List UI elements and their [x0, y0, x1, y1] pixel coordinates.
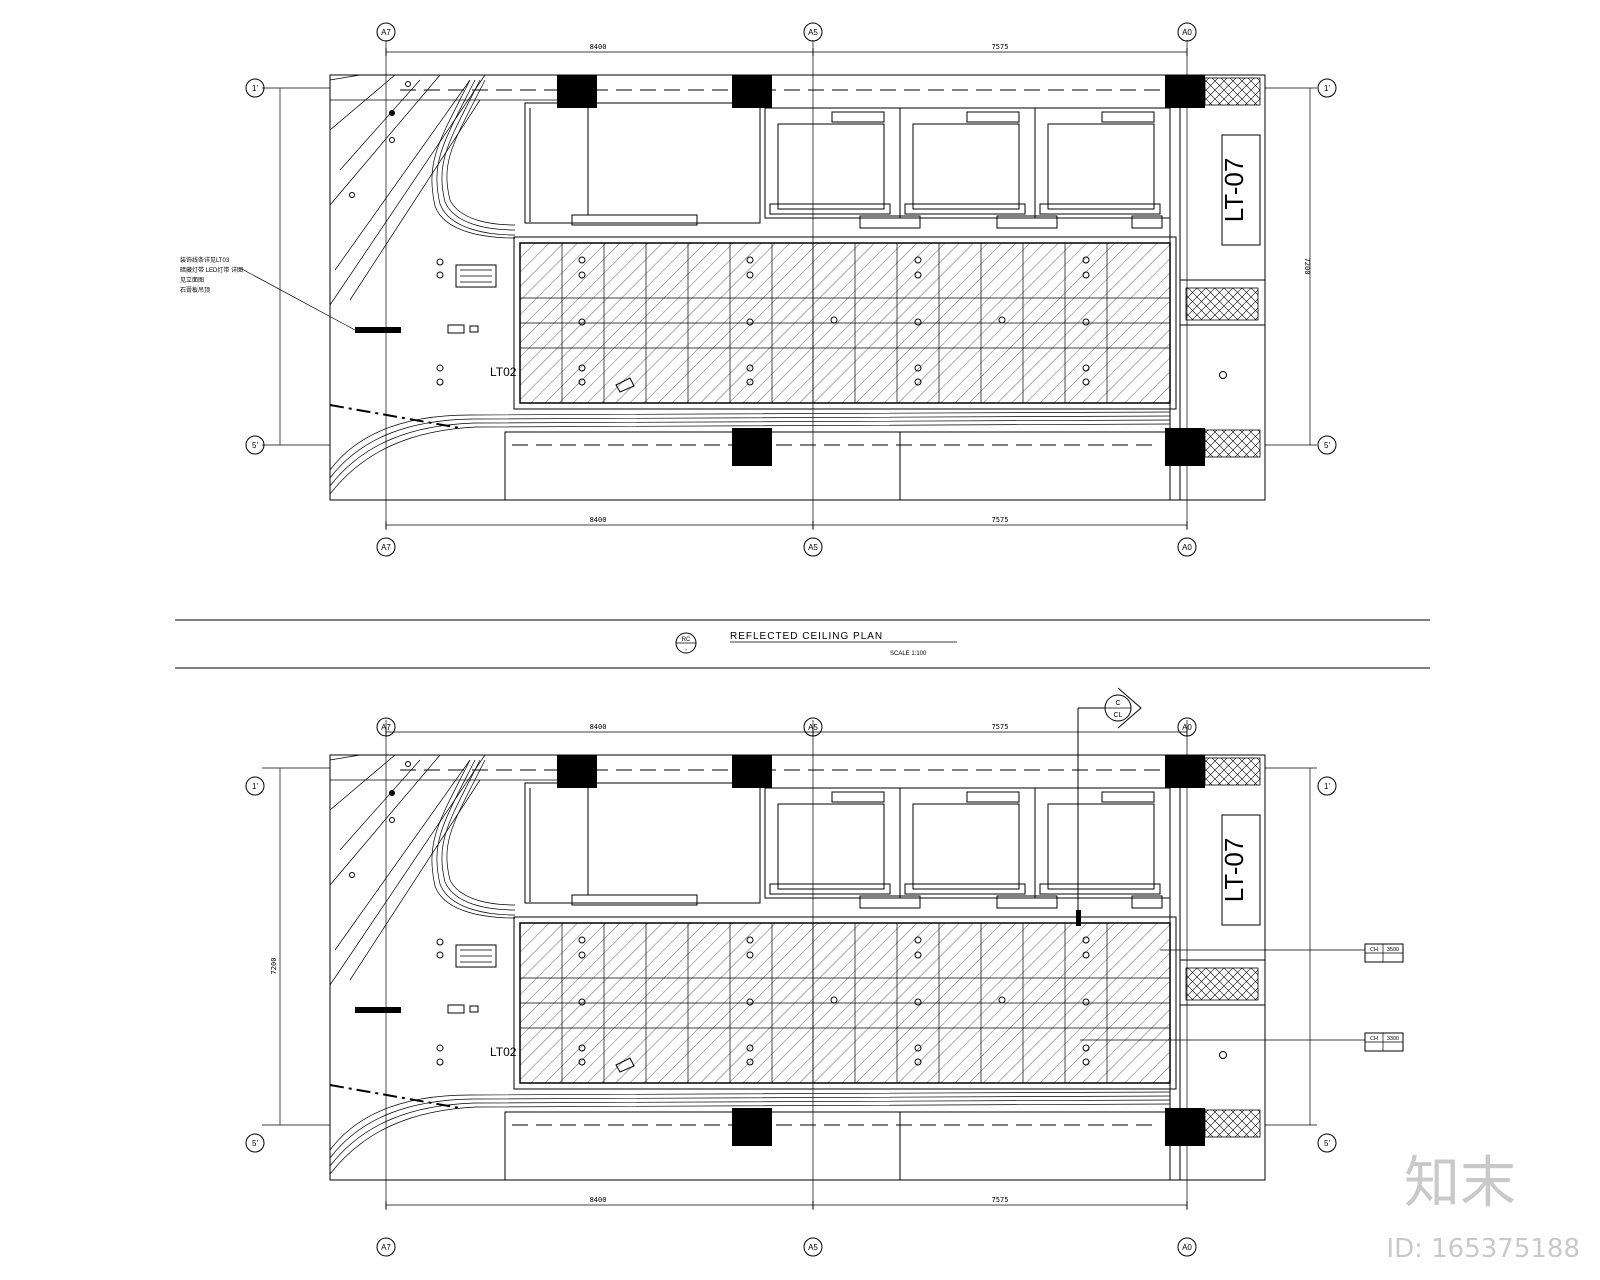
grid-label: 1': [252, 782, 258, 791]
svg-text:见立面图: 见立面图: [180, 276, 204, 284]
grid-label: A7: [381, 28, 391, 37]
watermark: 知末 ID: 165375188: [1386, 1151, 1580, 1264]
grid-label: 5': [1324, 441, 1330, 450]
svg-text:装饰线条详见LT03: 装饰线条详见LT03: [180, 256, 230, 264]
grid-label: 1': [1324, 84, 1330, 93]
grid-label: A5: [808, 723, 818, 732]
dimension-right-top: 7575: [992, 43, 1009, 51]
grid-label: 1': [252, 84, 258, 93]
svg-text:CH: CH: [1370, 947, 1378, 953]
dimension-height: 7200: [1303, 258, 1311, 275]
svg-text:3300: 3300: [1387, 1036, 1399, 1042]
ceiling-height-tags: CH 3500 CH 3300: [1080, 943, 1404, 1052]
lt07-label: LT-07: [1219, 158, 1249, 223]
drawing-scale: SCALE 1:100: [890, 651, 927, 657]
grid-label: 5': [252, 441, 258, 450]
grid-label: A0: [1182, 1243, 1192, 1252]
svg-text:石膏板吊顶: 石膏板吊顶: [180, 286, 210, 294]
svg-text:CH: CH: [1370, 1036, 1378, 1042]
title-symbol-top: RC: [682, 637, 691, 643]
dimension-right-bottom: 7575: [992, 516, 1009, 524]
dimension-right-top-2: 7575: [992, 723, 1009, 731]
grid-label: A5: [808, 1243, 818, 1252]
grid-label: A0: [1182, 28, 1192, 37]
grid-label: A7: [381, 543, 391, 552]
lt07-label-2: LT-07: [1219, 838, 1249, 903]
drawing-title: REFLECTED CEILING PLAN: [730, 631, 883, 642]
grid-bubbles-top: A7 A5 A0 A7 A5 A0 1' 5' 1' 5': [245, 22, 1337, 557]
grid-label: A5: [808, 543, 818, 552]
dimension-height-2: 7200: [270, 958, 278, 975]
watermark-logo: 知末: [1404, 1151, 1516, 1216]
dimension-left-bottom: 8400: [590, 516, 607, 524]
grid-label: A5: [808, 28, 818, 37]
dimension-left-bottom-2: 8400: [590, 1196, 607, 1204]
grid-label: 5': [1324, 1139, 1330, 1148]
grid-label: 1': [1324, 782, 1330, 791]
grid-label: A7: [381, 1243, 391, 1252]
grid-label: 5': [252, 1139, 258, 1148]
lt02-label-2: LT02: [490, 1045, 517, 1059]
leader-note: 装饰线条详见LT03 暗藏灯带 LED灯带 详图 见立面图 石膏板吊顶: [180, 256, 356, 331]
dimension-right-bottom-2: 7575: [992, 1196, 1009, 1204]
svg-text:暗藏灯带 LED灯带 详图: 暗藏灯带 LED灯带 详图: [180, 266, 243, 274]
svg-text:3500: 3500: [1387, 947, 1399, 953]
title-block: RC - REFLECTED CEILING PLAN SCALE 1:100: [175, 619, 1430, 669]
dimension-left-top-2: 8400: [590, 723, 607, 731]
grid-label: A0: [1182, 723, 1192, 732]
section-marker: C CL: [1076, 687, 1142, 926]
title-symbol-bottom: -: [685, 647, 687, 653]
top-plan: [261, 39, 1318, 531]
svg-text:C: C: [1115, 700, 1120, 707]
watermark-id: ID: 165375188: [1386, 1234, 1580, 1264]
dimension-left-top: 8400: [590, 43, 607, 51]
dimension-texts: 8400 7575 8400 7575 8400 7575 8400 7575 …: [270, 43, 1311, 1204]
svg-text:CL: CL: [1114, 712, 1123, 719]
grid-label: A0: [1182, 543, 1192, 552]
grid-bubbles-bottom: A7 A5 A0 A7 A5 A0 1' 5' 1' 5': [245, 717, 1337, 1257]
grid-label: A7: [381, 723, 391, 732]
lt02-label: LT02: [490, 365, 517, 379]
bottom-plan: [261, 719, 1318, 1211]
